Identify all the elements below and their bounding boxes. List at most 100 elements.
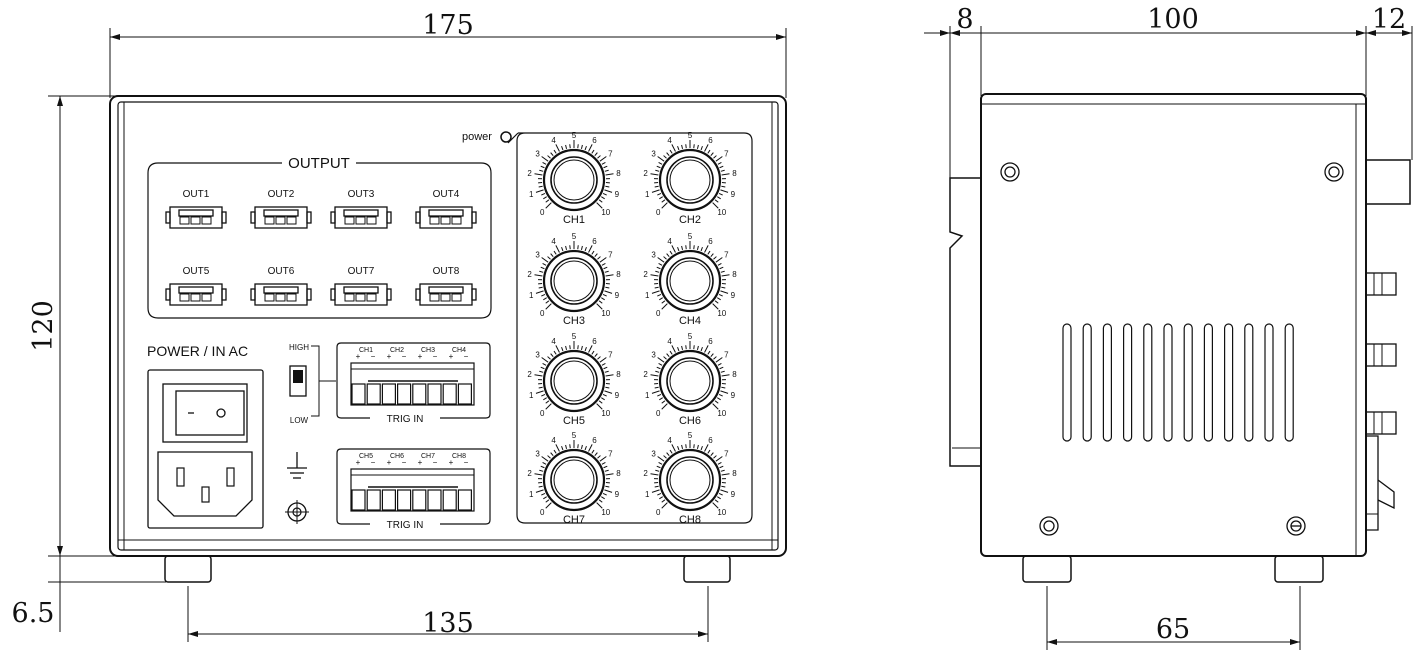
high-low-switch[interactable] (289, 365, 307, 397)
polarity-minus: − (371, 458, 376, 467)
ground-terminal[interactable] (285, 500, 309, 524)
dial-scale-number: 6 (592, 237, 597, 246)
trig-channel-label: CH3 (421, 347, 435, 354)
output-connector[interactable]: OUT7 (330, 266, 392, 306)
dimension-width-value: 175 (422, 10, 474, 41)
dial-scale-number: 2 (527, 270, 532, 279)
screw-icon (1000, 162, 1020, 182)
dial-scale-number: 3 (651, 450, 656, 459)
output-connector[interactable]: OUT1 (165, 189, 227, 229)
knob-label: CH7 (563, 514, 585, 526)
dial-scale-number: 9 (615, 291, 620, 300)
dimension-front-protrusion-value: 12 (1372, 4, 1406, 35)
screw-icon (1324, 162, 1344, 182)
dial-scale-number: 5 (572, 232, 577, 241)
dial-scale-number: 8 (616, 370, 621, 379)
trig-channel-label: CH2 (390, 347, 404, 354)
output-connector[interactable]: OUT2 (250, 189, 312, 229)
vent-slot (1163, 323, 1173, 442)
terminal-block[interactable] (350, 362, 475, 406)
iec-inlet[interactable] (157, 451, 253, 517)
dial-scale-number: 9 (731, 490, 736, 499)
output-connector[interactable]: OUT4 (415, 189, 477, 229)
output-label: OUT3 (348, 189, 375, 200)
output-connector[interactable]: OUT6 (250, 266, 312, 306)
dial-scale-number: 9 (615, 490, 620, 499)
dial-scale-number: 3 (535, 150, 540, 159)
dial-scale-number: 5 (688, 131, 693, 140)
vent-slot (1122, 323, 1133, 442)
vent-slot (1143, 323, 1153, 442)
knob-label: CH4 (679, 315, 701, 327)
dial-scale-number: 0 (540, 208, 545, 217)
connector-protrusion (1365, 272, 1397, 296)
polarity-plus: + (356, 352, 361, 361)
vent-slot (1102, 323, 1113, 442)
side-case (949, 93, 1411, 557)
dimension-foot-spacing-value: 135 (422, 608, 474, 639)
dial-scale-number: 7 (608, 251, 613, 260)
dial-scale-number: 7 (724, 251, 729, 260)
dial-scale-number: 3 (651, 150, 656, 159)
vent-slot (1264, 323, 1274, 442)
dimension-height-value: 120 (28, 300, 59, 352)
vent-slot (1223, 323, 1234, 442)
power-switch[interactable] (162, 383, 248, 443)
polarity-plus: + (418, 458, 423, 467)
dial-scale-number: 4 (667, 436, 672, 445)
dial-scale-number: 0 (656, 508, 661, 517)
foot-rear (1022, 555, 1072, 583)
dial-scale-number: 0 (540, 409, 545, 418)
dial-scale-number: 1 (645, 291, 650, 300)
knob-label: CH8 (679, 514, 701, 526)
trig-channel-label: CH1 (359, 347, 373, 354)
dial-scale-number: 4 (667, 136, 672, 145)
output-label: OUT8 (433, 266, 460, 277)
dial-scale-number: 2 (527, 169, 532, 178)
switch-label-low: LOW (290, 416, 309, 425)
foot-left (164, 555, 212, 583)
dial-scale-number: 5 (688, 431, 693, 440)
dial-scale-number: 7 (724, 351, 729, 360)
dial-scale-number: 5 (572, 332, 577, 341)
dial-scale-number: 10 (717, 208, 726, 217)
dial-scale-number: 6 (708, 337, 713, 346)
trig-in-label: TRIG IN (387, 414, 424, 425)
output-label: OUT1 (183, 189, 210, 200)
dial-scale-number: 9 (615, 190, 620, 199)
dial-scale-number: 6 (708, 436, 713, 445)
terminal-block[interactable] (350, 468, 475, 512)
dial-scale-number: 2 (527, 370, 532, 379)
dial-scale-number: 1 (645, 391, 650, 400)
polarity-plus: + (449, 352, 454, 361)
power-inlet-group: POWER / IN AC (147, 343, 264, 529)
knob-label: CH1 (563, 214, 585, 226)
vent-slot (1183, 323, 1193, 442)
polarity-minus: − (464, 458, 469, 467)
vent-slot (1203, 323, 1214, 442)
dial-scale-number: 2 (643, 169, 648, 178)
dial-scale-number: 4 (667, 237, 672, 246)
polarity-plus: + (418, 352, 423, 361)
dial-scale-number: 6 (592, 337, 597, 346)
dial-scale-number: 5 (688, 332, 693, 341)
dial-scale-number: 1 (529, 190, 534, 199)
dial-scale-number: 9 (731, 190, 736, 199)
output-connector[interactable]: OUT8 (415, 266, 477, 306)
knob-panel: 012345678910CH1012345678910CH20123456789… (507, 131, 753, 526)
dial-scale-number: 9 (615, 391, 620, 400)
dial-scale-number: 4 (551, 436, 556, 445)
dimension-foot-height-value: 6.5 (12, 598, 55, 629)
output-connector[interactable]: OUT3 (330, 189, 392, 229)
output-connector[interactable]: OUT5 (165, 266, 227, 306)
